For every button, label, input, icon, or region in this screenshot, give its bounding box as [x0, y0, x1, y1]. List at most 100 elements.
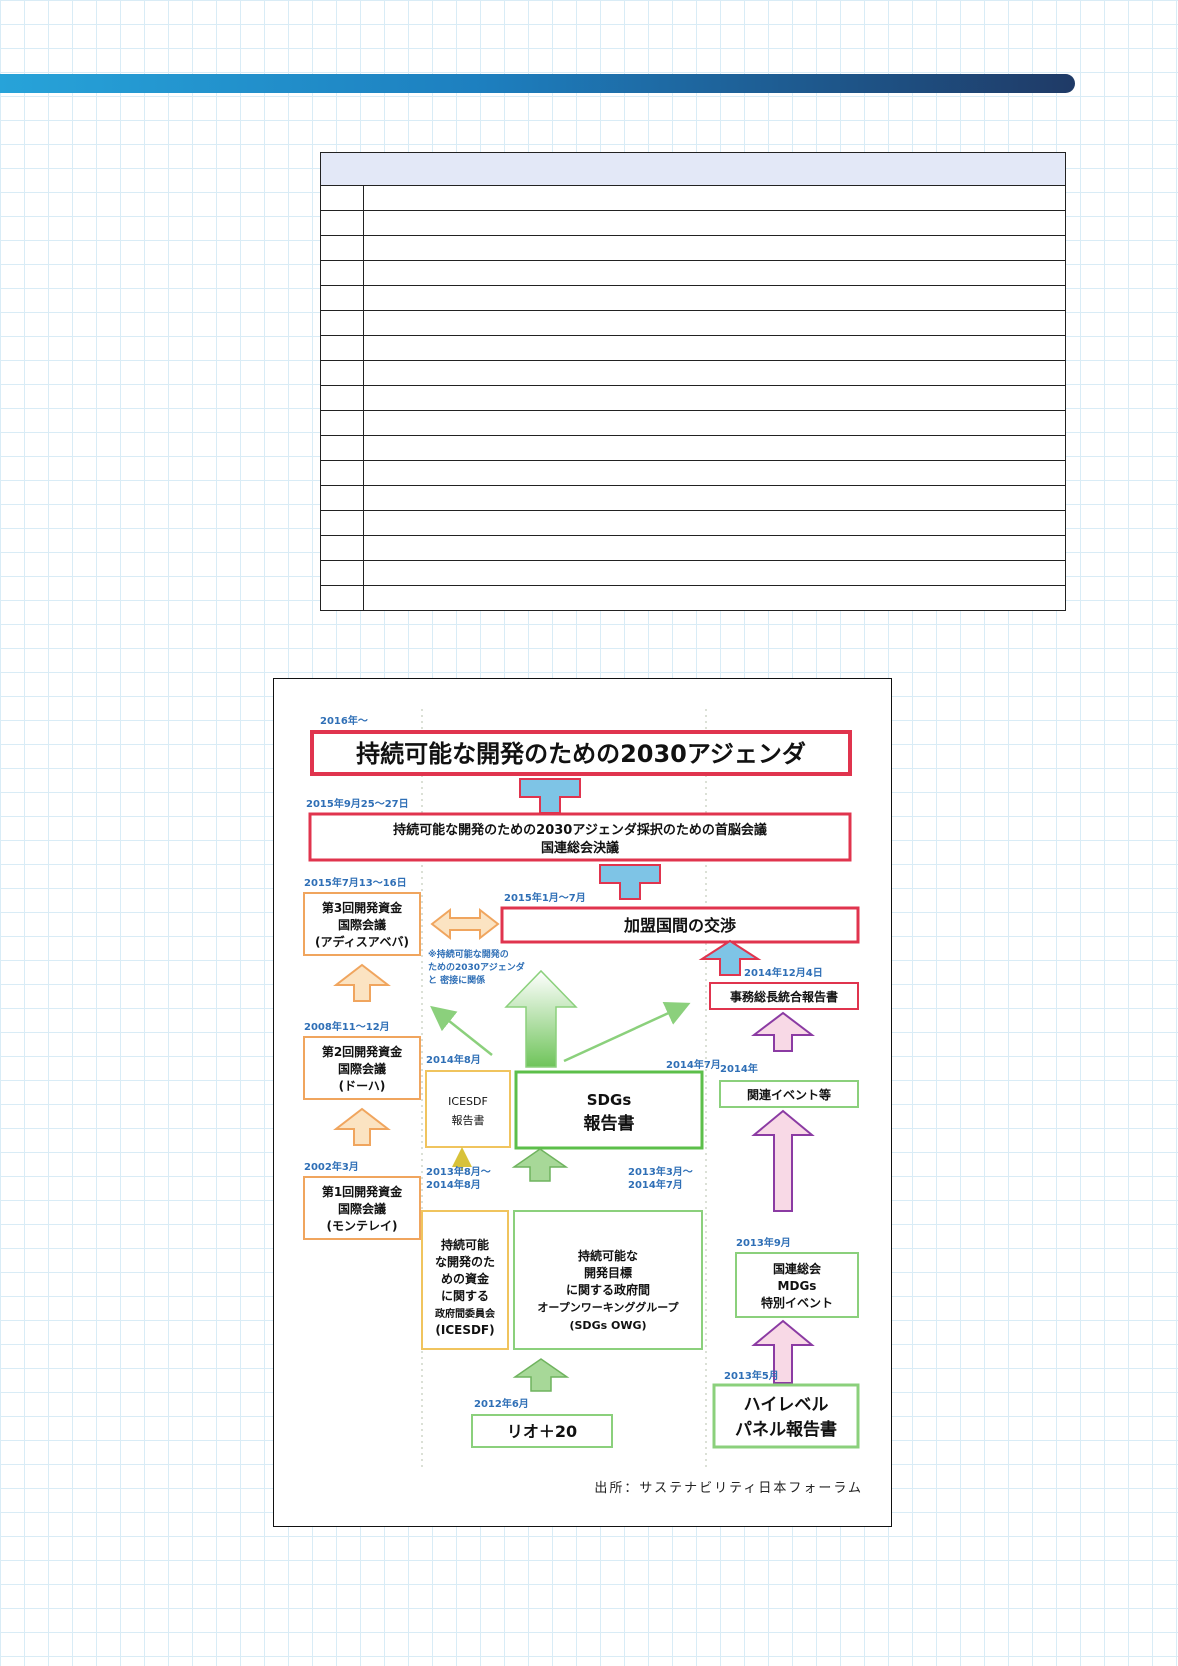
summit-line1: 持続可能な開発のための2030アジェンダ採択のための首脳会議 — [393, 822, 767, 838]
table-cell-content — [363, 360, 1066, 386]
icesdf-box — [421, 1210, 509, 1350]
conf3-line3: (アディスアベバ) — [315, 934, 409, 949]
conf3-line1: 第3回開発資金 — [322, 900, 403, 915]
conf3-date: 2015年7月13～16日 — [304, 876, 407, 889]
negotiation-date: 2015年1月～7月 — [504, 891, 586, 904]
table-cell-number — [320, 260, 364, 286]
icesdf-line3: めの資金 — [441, 1271, 490, 1286]
sdgs-report-line2: 報告書 — [584, 1113, 635, 1134]
table-cell-content — [363, 210, 1066, 236]
table-cell-number — [320, 585, 364, 611]
table-cell-number — [320, 385, 364, 411]
sdgs-report-box — [514, 1070, 704, 1150]
table-row — [320, 335, 1066, 361]
agenda-box — [310, 730, 852, 776]
table-cell-content — [363, 410, 1066, 436]
events-label: 関連イベント等 — [747, 1087, 831, 1102]
table-cell-content — [363, 385, 1066, 411]
table-cell-number — [320, 535, 364, 561]
conf2-line2: 国際会議 — [338, 1061, 386, 1076]
mdg-box — [735, 1252, 859, 1318]
sdgs-report-date: 2014年7月 — [666, 1058, 721, 1071]
table-row — [320, 585, 1066, 611]
sg-report-box — [709, 982, 859, 1010]
conf3-box — [303, 892, 421, 956]
table-row — [320, 385, 1066, 411]
table-row — [320, 310, 1066, 336]
icesdf-line4: に関する — [441, 1289, 489, 1303]
arrow-sdgs-to-sg-report — [563, 1001, 691, 1063]
table-row — [320, 210, 1066, 236]
conf1-line3: (モンテレイ) — [327, 1219, 398, 1233]
owg-period-1: 2013年3月～ — [628, 1165, 693, 1178]
table-cell-content — [363, 435, 1066, 461]
table-cell-number — [320, 485, 364, 511]
blank-table — [320, 152, 1066, 611]
owg-line1: 持続可能な — [578, 1248, 638, 1263]
table-cell-content — [363, 235, 1066, 261]
panel-date: 2013年5月 — [724, 1369, 779, 1382]
mdg-line3: 特別イベント — [761, 1295, 833, 1310]
icesdf-report-box — [425, 1070, 511, 1148]
arrow-sg-to-negotiation — [698, 939, 762, 976]
double-arrow-conf3-negotiation — [430, 907, 500, 941]
sdgs-report-line1: SDGs — [587, 1091, 632, 1109]
table-cell-number — [320, 510, 364, 536]
table-cell-number — [320, 235, 364, 261]
arrow-mdg-to-events — [751, 1109, 815, 1212]
owg-box — [513, 1210, 703, 1350]
table-cell-number — [320, 335, 364, 361]
table-row — [320, 485, 1066, 511]
table-row — [320, 510, 1066, 536]
table-cell-number — [320, 210, 364, 236]
top-date: 2016年～ — [320, 714, 368, 727]
arrow-panel-to-mdg — [751, 1319, 815, 1384]
icesdf-report-line1: ICESDF — [448, 1095, 488, 1108]
table-row — [320, 185, 1066, 211]
arrow-sdgs-to-negotiation — [504, 969, 578, 1068]
rio-date: 2012年6月 — [474, 1397, 529, 1410]
arrow-sdgs-to-note — [430, 1005, 493, 1056]
table-cell-number — [320, 285, 364, 311]
icesdf-report-line2: 報告書 — [452, 1113, 485, 1127]
rio-box — [471, 1414, 613, 1448]
events-box — [719, 1080, 859, 1108]
table-cell-number — [320, 410, 364, 436]
mdg-line1: 国連総会 — [773, 1261, 822, 1276]
conf2-box — [303, 1036, 421, 1100]
table-cell-number — [320, 360, 364, 386]
mdg-date: 2013年9月 — [736, 1236, 791, 1249]
icesdf-period-1: 2013年8月～ — [426, 1165, 491, 1178]
icesdf-report-date: 2014年8月 — [426, 1053, 481, 1066]
conf1-line1: 第1回開発資金 — [322, 1184, 403, 1199]
arrow-conf1-to-conf2 — [333, 1107, 391, 1146]
process-diagram: 2016年～ 持続可能な開発のための2030アジェンダ 2015年9月25～27… — [303, 709, 860, 1469]
icesdf-period-2: 2014年8月 — [426, 1178, 481, 1191]
owg-line4: オープンワーキンググループ — [537, 1300, 679, 1314]
conf1-box — [303, 1176, 421, 1240]
table-cell-content — [363, 335, 1066, 361]
sg-report-date: 2014年12月4日 — [744, 966, 823, 979]
panel-line2: パネル報告書 — [735, 1419, 837, 1440]
note-line1: ※持続可能な開発の — [428, 948, 509, 960]
table-cell-number — [320, 560, 364, 586]
table-cell-content — [363, 510, 1066, 536]
table-cell-content — [363, 185, 1066, 211]
table-cell-content — [363, 310, 1066, 336]
table-cell-content — [363, 260, 1066, 286]
table-row — [320, 460, 1066, 486]
table-row — [320, 260, 1066, 286]
note-line2: ための2030アジェンダ — [428, 961, 525, 973]
figure-source: 出所：サステナビリティ日本フォーラム — [594, 1481, 863, 1496]
conf2-date: 2008年11～12月 — [304, 1020, 390, 1033]
owg-line2: 開発目標 — [584, 1265, 632, 1280]
table-cell-content — [363, 285, 1066, 311]
conf1-date: 2002年3月 — [304, 1160, 359, 1173]
icesdf-line2: な開発のた — [435, 1254, 495, 1269]
icesdf-line5: 政府間委員会 — [435, 1307, 495, 1320]
table-row — [320, 360, 1066, 386]
conf3-line2: 国際会議 — [338, 917, 386, 932]
arrow-events-to-sg-report — [751, 1011, 815, 1052]
rio-label: リオ＋20 — [507, 1422, 577, 1441]
events-date: 2014年 — [720, 1062, 758, 1075]
